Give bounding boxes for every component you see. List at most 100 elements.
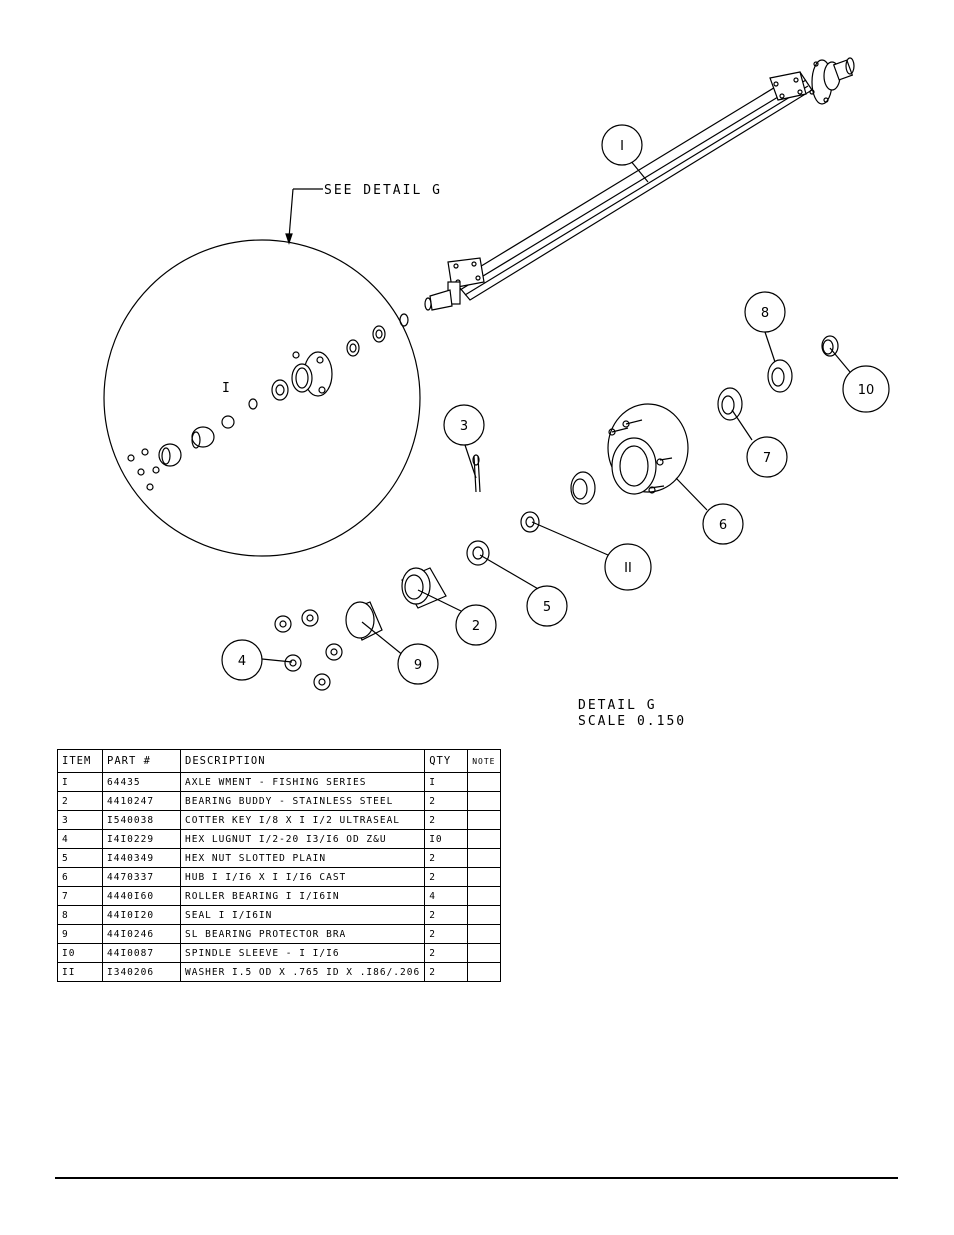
- part-spindle-sleeve: [821, 335, 839, 357]
- bom-cell-note: [467, 905, 502, 925]
- detail-circle-label: I: [222, 381, 232, 396]
- bom-cell-part: 44I0I20: [102, 905, 181, 925]
- part-bearing-buddy: [401, 567, 447, 609]
- bom-cell-item: 6: [57, 867, 103, 887]
- part-bearing-protector: [345, 601, 383, 641]
- balloon-7: 7: [763, 451, 771, 466]
- bom-cell-item: I: [57, 772, 103, 792]
- detail-title: DETAIL G: [578, 698, 657, 713]
- bom-cell-item: 8: [57, 905, 103, 925]
- bom-header-row: ITEM PART # DESCRIPTION QTY NOTE: [57, 749, 502, 773]
- balloon-11: II: [624, 561, 632, 576]
- bom-cell-description: HEX NUT SLOTTED PLAIN: [179, 848, 426, 868]
- bom-cell-description: HUB I I/I6 X I I/I6 CAST: [179, 867, 426, 887]
- bom-cell-note: [467, 848, 502, 868]
- bom-header-qty: QTY: [424, 749, 469, 773]
- balloon-2: 2: [472, 619, 480, 634]
- part-hex-lugnuts: [274, 609, 343, 691]
- bom-cell-item: 3: [57, 810, 103, 830]
- bom-cell-note: [467, 943, 502, 963]
- detail-g-circle: [103, 188, 421, 557]
- bom-cell-note: [467, 924, 502, 944]
- balloon-3: 3: [460, 419, 468, 434]
- bom-cell-note: [467, 791, 502, 811]
- bom-cell-qty: I0: [424, 829, 469, 849]
- balloon-1: I: [620, 139, 624, 154]
- bom-cell-note: [467, 829, 502, 849]
- part-seal: [767, 359, 793, 393]
- bom-cell-note: [467, 772, 502, 792]
- bom-cell-qty: 2: [424, 791, 469, 811]
- balloon-10: 10: [858, 383, 875, 398]
- bom-cell-item: 4: [57, 829, 103, 849]
- item-balloons: [221, 124, 890, 685]
- bom-cell-item: 9: [57, 924, 103, 944]
- see-detail-callout: SEE DETAIL G: [324, 183, 442, 198]
- bom-cell-description: HEX LUGNUT I/2-20 I3/I6 OD Z&U: [179, 829, 426, 849]
- bom-cell-note: [467, 886, 502, 906]
- bom-cell-qty: 4: [424, 886, 469, 906]
- bom-cell-qty: I: [424, 772, 469, 792]
- part-roller-bearing-outer: [717, 387, 743, 421]
- bom-cell-qty: 2: [424, 943, 469, 963]
- bom-header-description: DESCRIPTION: [179, 749, 426, 773]
- balloon-9: 9: [414, 658, 422, 673]
- bom-cell-item: 2: [57, 791, 103, 811]
- footer-rule: [55, 1177, 898, 1179]
- detail-scale: SCALE 0.150: [578, 714, 686, 729]
- bom-cell-description: SL BEARING PROTECTOR BRA: [179, 924, 426, 944]
- bom-cell-part: 4470337: [102, 867, 181, 887]
- bom-cell-part: 4410247: [102, 791, 181, 811]
- bom-cell-part: 44I0246: [102, 924, 181, 944]
- balloon-8: 8: [761, 306, 769, 321]
- bom-cell-description: SEAL I I/I6IN: [179, 905, 426, 925]
- bom-header-item: ITEM: [57, 749, 103, 773]
- bom-cell-description: BEARING BUDDY - STAINLESS STEEL: [179, 791, 426, 811]
- bom-header-part: PART #: [102, 749, 181, 773]
- bom-cell-item: II: [57, 962, 103, 982]
- bom-cell-part: I540038: [102, 810, 181, 830]
- bom-cell-description: AXLE WMENT - FISHING SERIES: [179, 772, 426, 792]
- part-slotted-hex-nut: [466, 540, 490, 566]
- part-roller-bearing-inner: [570, 471, 596, 505]
- bom-cell-note: [467, 810, 502, 830]
- bom-cell-qty: 2: [424, 810, 469, 830]
- bom-cell-qty: 2: [424, 924, 469, 944]
- bom-cell-note: [467, 867, 502, 887]
- bom-cell-description: ROLLER BEARING I I/I6IN: [179, 886, 426, 906]
- bom-cell-qty: 2: [424, 867, 469, 887]
- balloon-6: 6: [719, 518, 727, 533]
- bom-cell-description: COTTER KEY I/8 X I I/2 ULTRASEAL: [179, 810, 426, 830]
- bom-cell-part: 4440I60: [102, 886, 181, 906]
- bom-header-note: NOTE: [467, 749, 502, 773]
- bom-cell-item: I0: [57, 943, 103, 963]
- part-hub: [607, 403, 689, 495]
- bom-cell-description: WASHER I.5 OD X .765 ID X .I86/.206: [179, 962, 426, 982]
- bom-cell-item: 5: [57, 848, 103, 868]
- part-washer: [520, 511, 540, 533]
- bom-cell-part: I440349: [102, 848, 181, 868]
- bom-cell-part: 64435: [102, 772, 181, 792]
- bom-cell-qty: 2: [424, 848, 469, 868]
- bom-cell-part: I340206: [102, 962, 181, 982]
- bom-cell-part: 44I0087: [102, 943, 181, 963]
- bom-cell-item: 7: [57, 886, 103, 906]
- bom-cell-qty: 2: [424, 905, 469, 925]
- balloon-4: 4: [238, 654, 246, 669]
- balloon-5: 5: [543, 600, 551, 615]
- bom-cell-part: I4I0229: [102, 829, 181, 849]
- axle-assembly: [424, 57, 855, 311]
- bom-cell-description: SPINDLE SLEEVE - I I/I6: [179, 943, 426, 963]
